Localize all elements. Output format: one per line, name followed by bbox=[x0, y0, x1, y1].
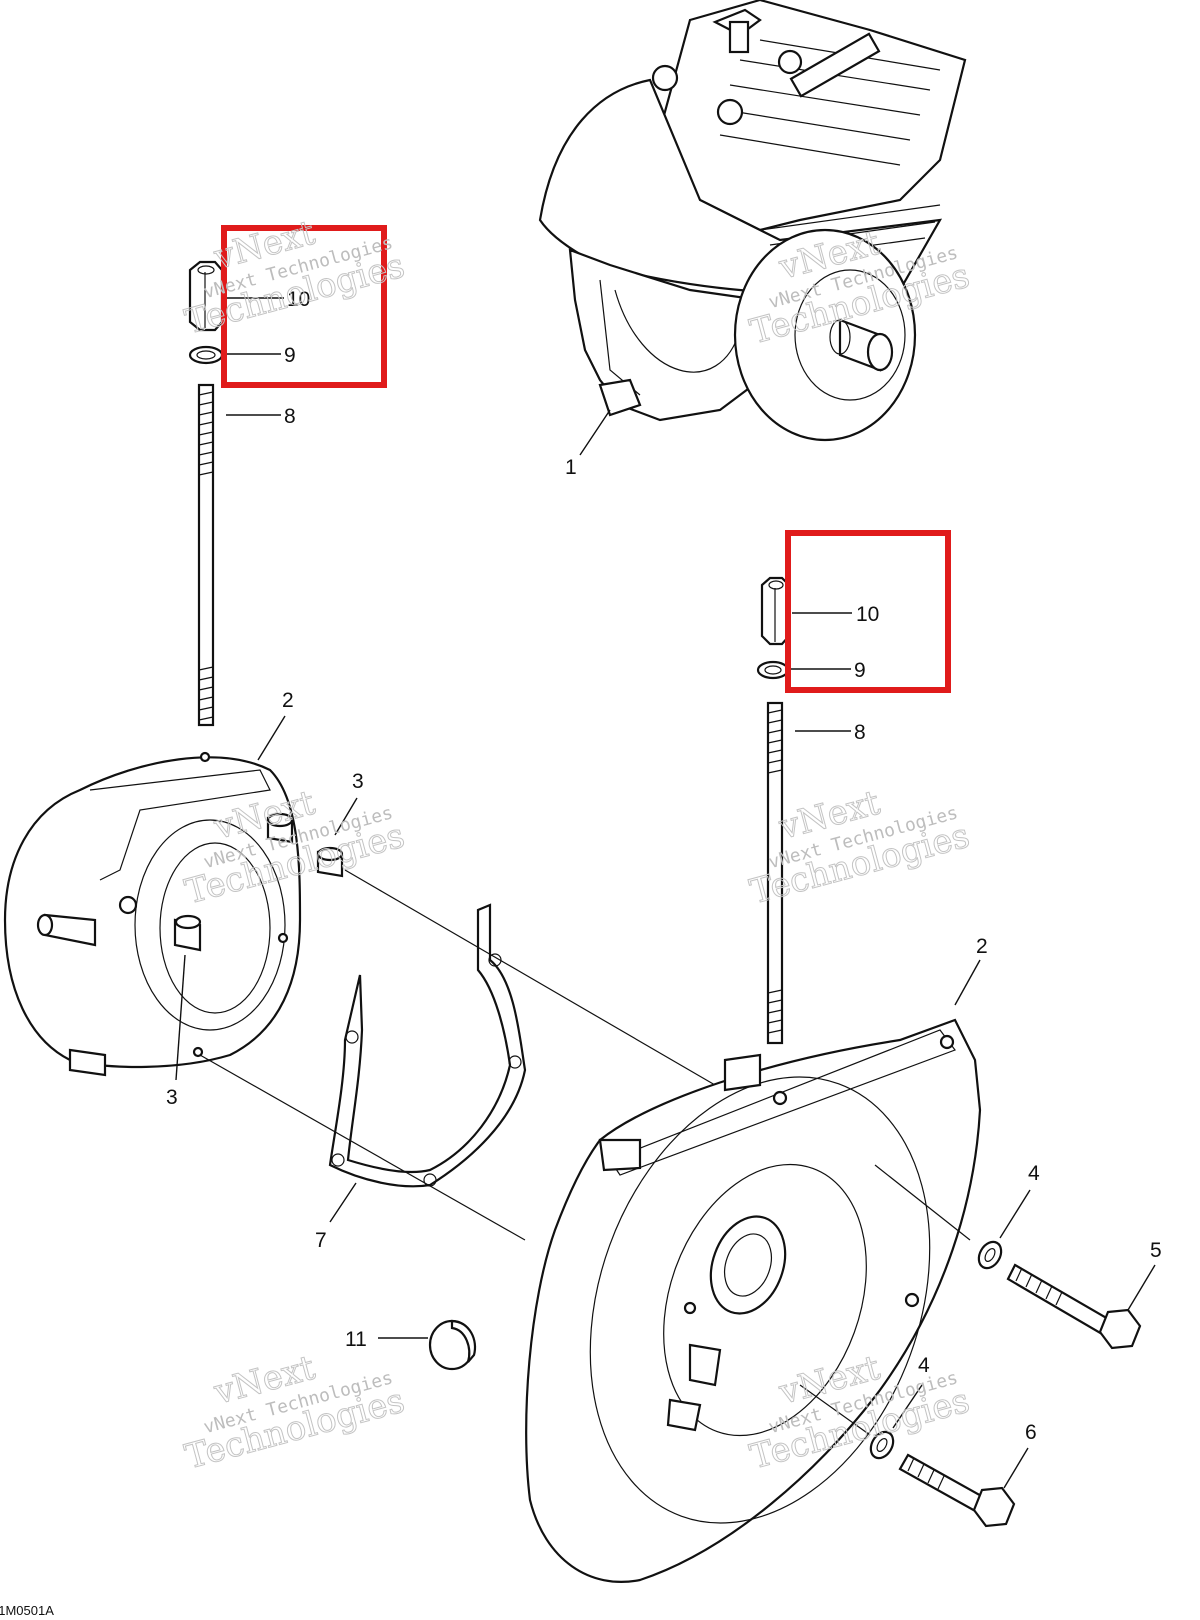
label-2-left: 2 bbox=[282, 689, 294, 712]
label-4-top: 4 bbox=[1028, 1162, 1040, 1185]
label-1: 1 bbox=[565, 456, 577, 479]
label-4-bottom: 4 bbox=[918, 1354, 930, 1377]
leader-1 bbox=[579, 409, 611, 456]
washer-4-bottom bbox=[869, 1430, 895, 1460]
right-stud-set bbox=[756, 576, 791, 1045]
label-2-right: 2 bbox=[976, 935, 988, 958]
bolt-6 bbox=[898, 1453, 1016, 1528]
alignment-lines bbox=[199, 869, 716, 1241]
label-8-right: 8 bbox=[854, 721, 866, 744]
label-7: 7 bbox=[315, 1229, 327, 1252]
label-5: 5 bbox=[1150, 1239, 1162, 1262]
label-11: 11 bbox=[345, 1328, 367, 1351]
right-housing bbox=[525, 1018, 982, 1583]
label-9-right: 9 bbox=[854, 659, 866, 682]
label-3-bottom: 3 bbox=[166, 1086, 178, 1109]
highlight-box-right bbox=[785, 530, 951, 693]
dowel-pins bbox=[266, 812, 344, 878]
highlight-box-left bbox=[221, 225, 387, 388]
label-10-left: 10 bbox=[287, 288, 310, 311]
figure-code: 01M0501A bbox=[0, 1603, 54, 1618]
label-10-right: 10 bbox=[856, 603, 879, 626]
label-6: 6 bbox=[1025, 1421, 1037, 1444]
washer-4-top bbox=[977, 1240, 1003, 1270]
label-8-left: 8 bbox=[284, 405, 296, 428]
engine-assembly bbox=[538, 0, 967, 442]
label-3-top: 3 bbox=[352, 770, 364, 793]
bolt-5 bbox=[1006, 1263, 1142, 1350]
gasket bbox=[328, 903, 527, 1188]
label-9-left: 9 bbox=[284, 344, 296, 367]
plug-11 bbox=[428, 1319, 477, 1371]
left-housing bbox=[3, 751, 302, 1077]
